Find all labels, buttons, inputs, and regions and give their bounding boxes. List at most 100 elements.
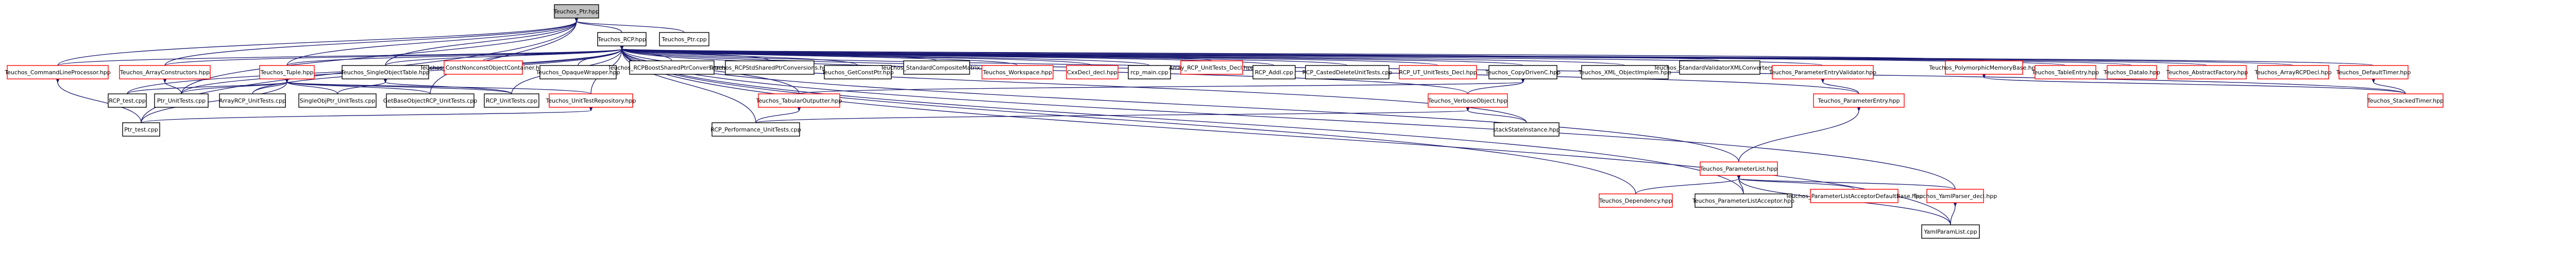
file-node-box — [1128, 65, 1171, 79]
file-node[interactable]: Teuchos_CommandLineProcessor.hpp — [4, 65, 111, 79]
file-node-label: Teuchos_StandardCompositeMatrix.hpp — [880, 64, 992, 71]
dependency-edge — [287, 82, 431, 94]
file-node-box — [219, 93, 286, 108]
file-node[interactable]: RCP_CastedDeleteUnitTests.cpp — [1302, 65, 1393, 79]
file-node[interactable]: Teuchos_ArrayRCPDecl.hpp — [2254, 65, 2332, 79]
file-node-box — [1488, 65, 1557, 79]
file-node[interactable]: Teuchos_StandardValidatorXMLConverters.h… — [1653, 60, 1786, 75]
file-node[interactable]: Teuchos_ConstNonconstObjectContainer.hpp — [419, 60, 547, 75]
file-node-box — [2167, 65, 2247, 79]
file-node-box — [1494, 122, 1560, 137]
file-node-box — [981, 65, 1054, 79]
file-node[interactable]: Teuchos_PolymorphicMemoryBase.hpp — [1928, 60, 2039, 75]
file-node[interactable]: Teuchos_ParameterListAcceptorDefaultBase… — [1785, 189, 1923, 203]
file-node[interactable]: CxxDecl_decl.hpp — [1066, 65, 1118, 79]
file-node[interactable]: Teuchos_ArrayConstructors.hpp — [119, 65, 211, 79]
file-node-label: SingleObjPtr_UnitTests.cpp — [300, 97, 376, 104]
file-node[interactable]: Teuchos_Ptr.cpp — [659, 32, 709, 46]
file-node[interactable]: Teuchos_YamlParser_decl.hpp — [1913, 189, 1997, 203]
file-node-box — [1810, 189, 1899, 203]
file-node[interactable]: Teuchos_ParameterEntryValidator.hpp — [1769, 65, 1876, 79]
file-node[interactable]: rcp_main.cpp — [1128, 65, 1171, 79]
file-node[interactable]: Teuchos_RCPBoostSharedPtrConversions.hpp — [607, 60, 736, 75]
file-node-box — [554, 4, 599, 19]
file-node-label: RCP_Addl.cpp — [1255, 69, 1294, 76]
file-node[interactable]: RCP_test.cpp — [108, 93, 147, 108]
dependency-edge — [622, 49, 2374, 66]
file-node-box — [758, 93, 840, 108]
file-node-label: Ptr_UnitTests.cpp — [157, 97, 206, 104]
file-node[interactable]: GetBaseObjectRCP_UnitTests.cpp — [383, 93, 477, 108]
file-node-box — [711, 122, 800, 137]
file-node-box — [1679, 60, 1760, 75]
file-node[interactable]: Teuchos_RCPStdSharedPtrConversions.hpp — [708, 60, 831, 75]
file-node[interactable]: Teuchos_RCP.hpp — [597, 32, 647, 46]
dependency-edge — [252, 82, 287, 94]
file-node[interactable]: Teuchos_XML_ObjectImplem.hpp — [1578, 65, 1671, 79]
file-node[interactable]: Teuchos_Tuple.hpp — [259, 65, 315, 79]
dependency-edge — [577, 21, 622, 33]
file-node[interactable]: Teuchos_ParameterList.hpp — [1700, 161, 1778, 176]
root-file-node: Teuchos_Ptr.hpp — [553, 4, 599, 19]
file-node[interactable]: Teuchos_VerboseObject.hpp — [1428, 93, 1508, 108]
file-node[interactable]: Teuchos_SingleObjectTable.hpp — [341, 65, 430, 79]
file-node[interactable]: Teuchos_UnitTestRepository.hpp — [546, 93, 636, 108]
file-node-label: Teuchos_ParameterList.hpp — [1700, 166, 1777, 172]
file-node[interactable]: Teuchos_Workspace.hpp — [981, 65, 1054, 79]
file-node-label: Teuchos_GetConstPtr.hpp — [821, 69, 894, 76]
file-node-box — [1921, 224, 1980, 239]
dependency-edge — [1468, 110, 1527, 123]
dependency-edge — [164, 21, 577, 66]
file-node-box — [1180, 60, 1243, 75]
file-node[interactable]: RCP_UT_UnitTests_Decl.hpp — [1399, 65, 1477, 79]
file-node[interactable]: Teuchos_DefaultTimer.hpp — [2336, 65, 2411, 79]
file-node-label: Teuchos_RCPStdSharedPtrConversions.hpp — [708, 64, 830, 71]
file-node[interactable]: Teuchos_Dependency.hpp — [1599, 193, 1673, 208]
file-node[interactable]: Teuchos_AbstractFactory.hpp — [2166, 65, 2248, 79]
file-node-box — [1694, 193, 1792, 208]
file-node-label: Teuchos_ParameterEntryValidator.hpp — [1769, 69, 1876, 76]
file-node[interactable]: ArrayRCP_UnitTests.cpp — [219, 93, 286, 108]
file-node-box — [903, 60, 970, 75]
file-node[interactable]: RCP_UnitTests.cpp — [484, 93, 539, 108]
file-node[interactable]: Teuchos_StandardCompositeMatrix.hpp — [880, 60, 993, 75]
file-node[interactable]: Ptr_test.cpp — [122, 122, 160, 137]
file-node[interactable]: Teuchos_CopyDrivenC.hpp — [1485, 65, 1561, 79]
file-node-label: Teuchos_RCP.hpp — [597, 36, 646, 43]
file-node[interactable]: Teuchos_TableEntry.hpp — [2031, 65, 2099, 79]
file-node-label: Teuchos_ArrayConstructors.hpp — [120, 69, 210, 76]
dependency-edge — [385, 49, 622, 66]
file-node[interactable]: SingleObjPtr_UnitTests.cpp — [298, 93, 377, 108]
file-node[interactable]: Teuchos_DataIo.hpp — [2103, 65, 2160, 79]
file-node-label: Teuchos_ArrayRCPDecl.hpp — [2254, 69, 2331, 76]
file-node-box — [2257, 65, 2329, 79]
file-node[interactable]: RCP_Addl.cpp — [1252, 65, 1296, 79]
file-node-box — [386, 93, 474, 108]
file-node[interactable]: YamlParamList.cpp — [1921, 224, 1980, 239]
dependency-edge — [799, 82, 1523, 94]
file-node-label: YamlParamList.cpp — [1923, 228, 1977, 235]
file-node-box — [549, 93, 633, 108]
file-node[interactable]: stackStateInstance.hpp — [1493, 122, 1560, 137]
file-node-box — [1599, 193, 1673, 208]
file-node[interactable]: Teuchos_ParameterListAcceptor.hpp — [1692, 193, 1794, 208]
file-node[interactable]: Array_RCP_UnitTests_Decl.hpp — [1169, 60, 1255, 75]
file-node-box — [1926, 189, 1984, 203]
file-node[interactable]: Teuchos_OpaqueWrapper.hpp — [536, 65, 620, 79]
file-node[interactable]: Teuchos_GetConstPtr.hpp — [821, 65, 894, 79]
file-node[interactable]: Teuchos_ParameterEntry.hpp — [1813, 93, 1905, 108]
file-node-label: Ptr_test.cpp — [124, 126, 158, 133]
file-node[interactable]: Teuchos_StackedTimer.hpp — [2367, 93, 2444, 108]
file-node[interactable]: Ptr_UnitTests.cpp — [154, 93, 209, 108]
file-node-box — [119, 65, 211, 79]
file-node-label: ArrayRCP_UnitTests.cpp — [219, 97, 286, 104]
dependency-edge — [622, 49, 1636, 194]
file-node[interactable]: Teuchos_TabularOutputter.hpp — [756, 93, 842, 108]
file-node[interactable]: RCP_Performance_UnitTests.cpp — [710, 122, 801, 137]
dependency-edge — [483, 49, 622, 61]
file-node-box — [1581, 65, 1669, 79]
dependency-edge — [58, 82, 142, 123]
file-node-label: Teuchos_ParameterListAcceptorDefaultBase… — [1785, 193, 1923, 200]
file-node-label: Teuchos_XML_ObjectImplem.hpp — [1578, 69, 1671, 76]
